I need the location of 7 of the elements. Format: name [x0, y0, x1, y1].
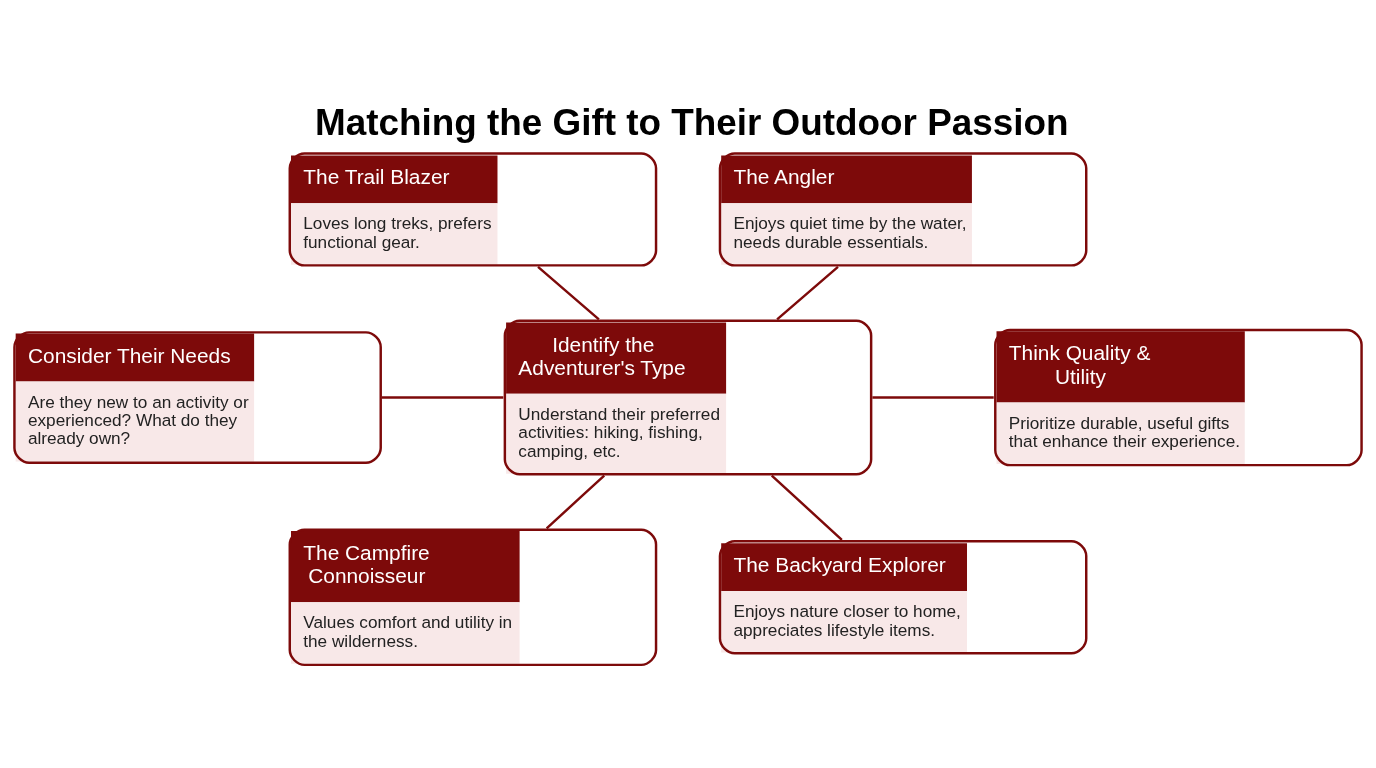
connector — [545, 474, 606, 530]
connector — [776, 265, 839, 321]
connector — [537, 265, 600, 321]
connector — [381, 396, 504, 399]
connector — [872, 396, 994, 399]
connector — [770, 474, 843, 541]
diagram-title: Matching the Gift to Their Outdoor Passion — [314, 102, 1069, 144]
